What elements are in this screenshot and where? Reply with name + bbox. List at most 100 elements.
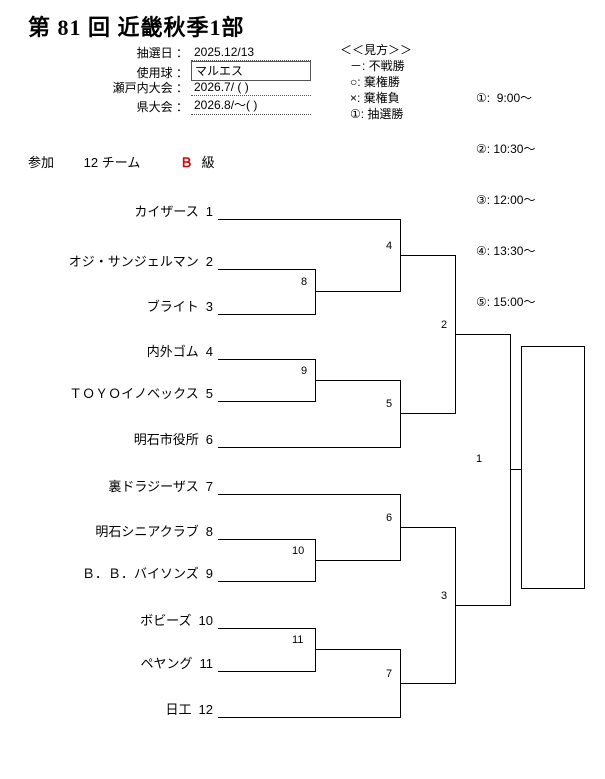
prefecture-value: 2026.8/～( ) — [191, 96, 311, 115]
match11-winner-line — [315, 649, 400, 650]
match-number-7: 7 — [386, 668, 393, 680]
team-name: カイザース — [134, 204, 199, 219]
time-slot-2: ②: 10:30～ — [476, 142, 536, 156]
team-row: 明石市役所 6 — [28, 432, 213, 447]
participation-line: 参加 12 チーム Ｂ 級 — [28, 152, 215, 171]
time-slots: ①: 9:00～ ②: 10:30～ ③: 12:00～ ④: 13:30～ ⑤… — [476, 56, 535, 345]
team-row: 明石シニアクラブ 8 — [28, 524, 213, 539]
team-row: ＴＯＹＯイノベックス 5 — [28, 386, 213, 401]
team-line-8 — [218, 539, 315, 540]
team-seed: 7 — [205, 479, 213, 494]
team-name: ＴＯＹＯイノベックス — [69, 386, 199, 401]
team-name: 明石市役所 — [133, 432, 199, 447]
team-line-6 — [218, 447, 400, 448]
match-number-2: 2 — [441, 319, 448, 331]
class-grade-suffix: 級 — [201, 155, 215, 170]
match8-bracket-line — [315, 269, 316, 315]
team-row: 内外ゴム 4 — [28, 344, 213, 359]
team-count: 12 チーム — [83, 155, 141, 170]
final-winner-line — [510, 469, 522, 470]
match-number-4: 4 — [386, 240, 393, 252]
team-row: 裏ドラジーザス 7 — [28, 479, 213, 494]
match5-winner-line — [400, 413, 455, 414]
match5-bracket-line — [400, 380, 401, 448]
team-seed: 10 — [198, 613, 213, 628]
team-row: Ｂ．Ｂ．バイソンズ 9 — [28, 566, 213, 581]
legend-title: ＜＜見方＞＞ — [340, 43, 413, 57]
team-seed: 12 — [198, 702, 213, 717]
match-number-11: 11 — [292, 634, 304, 646]
time-slot-5: ⑤: 15:00～ — [476, 295, 536, 309]
team-name: ペヤング — [140, 656, 193, 671]
champion-box — [521, 346, 585, 589]
ball-label: 使用球 ： — [136, 66, 188, 80]
team-seed: 11 — [199, 656, 214, 671]
team-seed: 1 — [205, 204, 213, 219]
team-line-9 — [218, 581, 315, 582]
time-slot-3: ③: 12:00～ — [476, 193, 536, 207]
team-seed: 9 — [205, 566, 213, 581]
match4-winner-line — [400, 255, 455, 256]
team-line-5 — [218, 401, 315, 402]
final-bracket-line — [510, 334, 511, 606]
match11-bracket-line — [315, 628, 316, 672]
team-line-4 — [218, 359, 315, 360]
info-row-draw-date: 抽選日 ：2025.12/13 — [58, 44, 311, 61]
team-line-12 — [218, 717, 400, 718]
team-seed: 5 — [205, 386, 213, 401]
match2-winner-line — [455, 334, 510, 335]
info-row-prefecture: 県大会 ：2026.8/～( ) — [58, 96, 311, 115]
team-name: 明石シニアクラブ — [95, 524, 199, 539]
team-seed: 6 — [205, 432, 213, 447]
match7-winner-line — [400, 683, 455, 684]
prefecture-label: 県大会 ： — [136, 100, 188, 114]
setouchi-label: 瀬戸内大会 ： — [112, 81, 188, 95]
team-name: Ｂ．Ｂ．バイソンズ — [82, 566, 199, 581]
team-line-2 — [218, 269, 315, 270]
team-line-7 — [218, 494, 400, 495]
time-slot-1: ①: 9:00～ — [476, 91, 533, 105]
match-number-1: 1 — [476, 453, 483, 465]
team-name: 裏ドラジーザス — [108, 479, 199, 494]
match9-winner-line — [315, 380, 400, 381]
team-line-10 — [218, 628, 315, 629]
team-name: 日工 — [165, 702, 192, 717]
team-seed: 3 — [205, 299, 213, 314]
match8-winner-line — [315, 291, 400, 292]
legend: ＜＜見方＞＞ －: 不戦勝 ○: 棄権勝 ×: 棄権負 ①: 抽選勝 — [340, 42, 412, 122]
time-slot-4: ④: 13:30～ — [476, 244, 536, 258]
team-seed: 8 — [205, 524, 213, 539]
legend-item-lottery-win: ①: 抽選勝 — [350, 107, 404, 121]
team-name: 内外ゴム — [146, 344, 199, 359]
info-row-setouchi: 瀬戸内大会 ：2026.7/ ( ) — [58, 79, 311, 96]
team-row: 日工 12 — [28, 702, 213, 717]
match3-winner-line — [455, 605, 510, 606]
team-row: ボビーズ 10 — [28, 613, 213, 628]
match10-winner-line — [315, 560, 400, 561]
match-number-5: 5 — [386, 398, 393, 410]
match-number-10: 10 — [292, 545, 305, 557]
team-name: ブライト — [146, 299, 199, 314]
match6-winner-line — [400, 527, 455, 528]
info-row-ball: 使用球 ：マルエス — [58, 61, 311, 81]
draw-date-value: 2025.12/13 — [191, 45, 311, 61]
team-row: ペヤング 11 — [28, 656, 213, 671]
team-seed: 2 — [205, 254, 213, 269]
team-name: ボビーズ — [140, 613, 192, 628]
team-row: ブライト 3 — [28, 299, 213, 314]
setouchi-value: 2026.7/ ( ) — [191, 80, 311, 96]
class-grade: Ｂ — [179, 155, 193, 170]
legend-item-forfeit-win: ○: 棄権勝 — [350, 75, 400, 89]
participation-label: 参加 — [28, 155, 55, 170]
team-line-1 — [218, 219, 400, 220]
team-seed: 4 — [205, 344, 213, 359]
match-number-9: 9 — [301, 365, 308, 377]
legend-item-walkover: －: 不戦勝 — [350, 59, 405, 73]
team-line-3 — [218, 314, 315, 315]
match-number-6: 6 — [386, 512, 393, 524]
ball-value: マルエス — [191, 61, 311, 81]
page-title: 第 81 回 近畿秋季1部 — [28, 15, 245, 40]
match-number-3: 3 — [441, 590, 448, 602]
